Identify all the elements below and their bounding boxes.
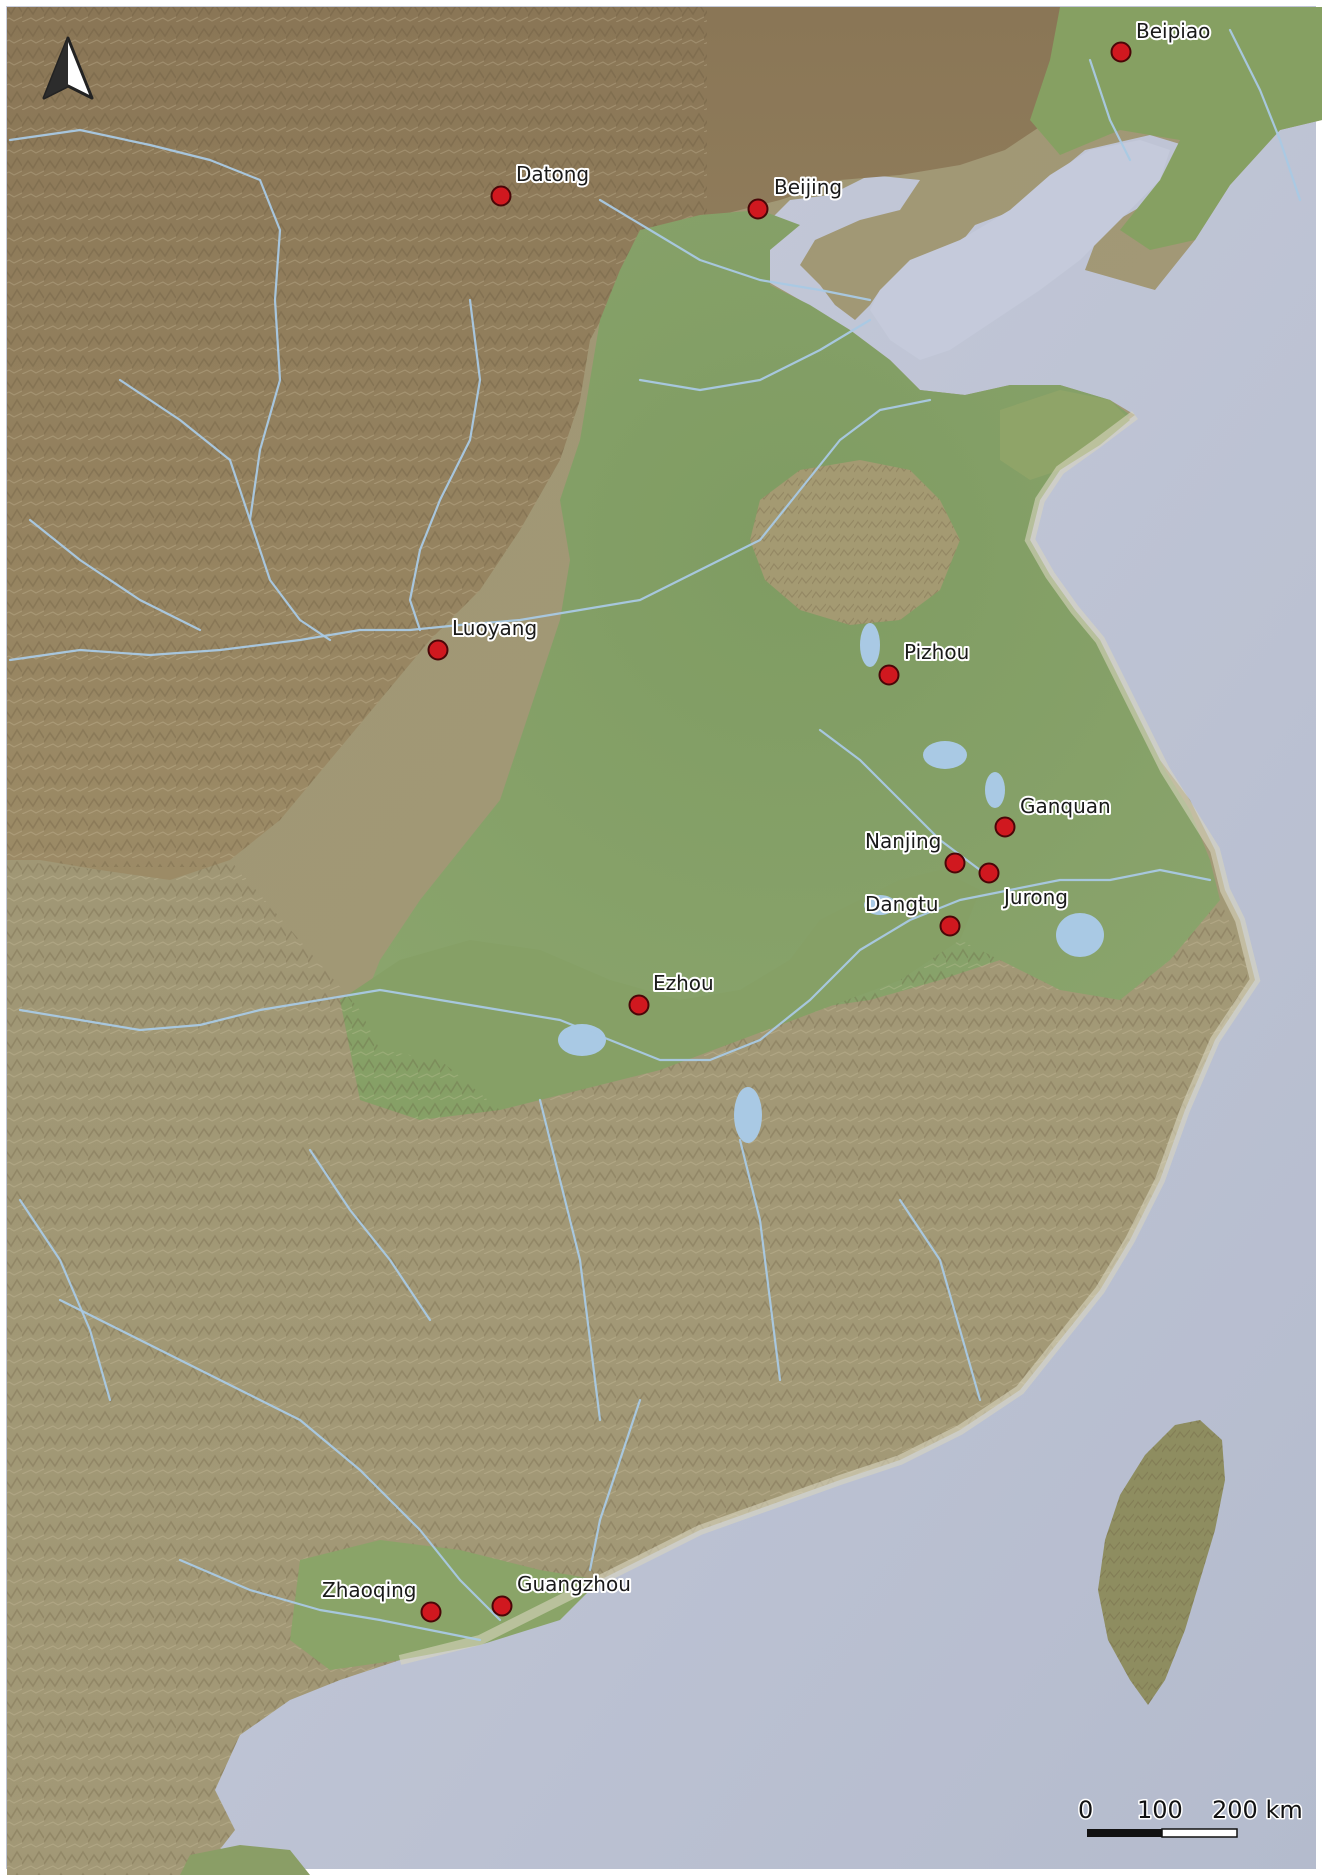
scale-segment-white: [1161, 1828, 1238, 1838]
scale-tick-label: 0: [1078, 1796, 1093, 1824]
site-label: Datong: [516, 162, 589, 186]
lake-gaoyou: [985, 772, 1005, 808]
site-label: Dangtu: [865, 892, 939, 916]
coastal-fringe: [398, 411, 1261, 1665]
site-luoyang: Luoyang: [427, 614, 539, 661]
site-label: Luoyang: [452, 616, 537, 640]
site-marker[interactable]: [994, 816, 1016, 838]
site-marker[interactable]: [1110, 41, 1132, 63]
site-guangzhou: Guangzhou: [491, 1570, 633, 1617]
site-marker[interactable]: [878, 664, 900, 686]
yangtze-basin: [340, 870, 980, 1120]
site-label: Beijing: [774, 175, 842, 199]
scale-tick-label: 200 km: [1212, 1796, 1303, 1824]
site-zhaoqing: Zhaoqing: [320, 1576, 442, 1623]
site-label: Pizhou: [904, 640, 969, 664]
lake-dongting: [558, 1024, 606, 1056]
lake-taihu: [1056, 913, 1104, 957]
site-marker[interactable]: [628, 994, 650, 1016]
site-label: Ezhou: [653, 971, 714, 995]
site-nanjing: Nanjing: [863, 827, 966, 874]
site-datong: Datong: [490, 160, 591, 207]
site-layer: Beipiao Datong Beijing Luoyang Pizhou Ga…: [320, 17, 1212, 1623]
site-marker[interactable]: [420, 1601, 442, 1623]
scale-tick-label: 100: [1137, 1796, 1183, 1824]
site-marker[interactable]: [944, 852, 966, 874]
site-marker[interactable]: [427, 639, 449, 661]
lake-poyang: [734, 1087, 762, 1143]
lake-hongze: [923, 741, 967, 769]
lake-weishan: [860, 623, 880, 667]
site-ezhou: Ezhou: [628, 969, 716, 1016]
scale-bar: 0 100 200 km: [1077, 1795, 1304, 1838]
site-ganquan: Ganquan: [994, 792, 1113, 838]
site-label: Beipiao: [1136, 19, 1210, 43]
hainan-island: [180, 1845, 310, 1875]
site-label: Guangzhou: [517, 1572, 631, 1596]
north-arrow-icon: [42, 36, 94, 100]
site-label: Ganquan: [1020, 794, 1111, 818]
site-beijing: Beijing: [747, 173, 844, 220]
shandong-peninsula: [1000, 390, 1130, 480]
scale-segment-black: [1087, 1829, 1162, 1837]
river-network: [8, 28, 1302, 1642]
site-marker[interactable]: [490, 185, 512, 207]
site-marker[interactable]: [978, 862, 1000, 884]
site-dangtu: Dangtu: [863, 890, 961, 937]
bohai-sea: [870, 140, 1170, 360]
site-label: Nanjing: [865, 829, 941, 853]
site-marker[interactable]: [491, 1595, 513, 1617]
site-label: Jurong: [1002, 885, 1068, 909]
site-marker[interactable]: [747, 198, 769, 220]
site-jurong: Jurong: [978, 862, 1070, 911]
lake-chaohu: [864, 895, 896, 915]
site-pizhou: Pizhou: [878, 638, 971, 686]
pearl-river-delta: [290, 1540, 600, 1670]
site-marker[interactable]: [939, 915, 961, 937]
site-label: Zhaoqing: [322, 1578, 417, 1602]
site-beipiao: Beipiao: [1110, 17, 1212, 63]
